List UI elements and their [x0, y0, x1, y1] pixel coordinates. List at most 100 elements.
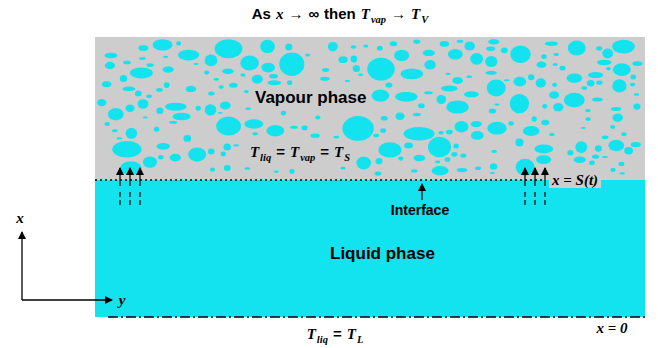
label-text: As	[252, 5, 271, 22]
bubble	[534, 144, 553, 153]
bubble	[445, 73, 450, 75]
bubble	[619, 162, 625, 166]
bubble	[606, 67, 611, 71]
bubble	[592, 97, 603, 101]
bubble	[553, 63, 558, 66]
rise-arrow	[524, 168, 525, 186]
bubble	[630, 83, 635, 87]
bubble	[510, 45, 530, 63]
bubble	[568, 40, 586, 55]
label-text: T	[290, 144, 299, 160]
y-axis-arrow	[22, 299, 112, 300]
bubble	[315, 116, 320, 120]
bubble	[515, 139, 523, 147]
bubble	[404, 143, 413, 149]
bubble	[613, 63, 631, 76]
bubble	[353, 65, 360, 72]
bubble	[153, 39, 173, 50]
bubble	[464, 91, 479, 97]
bubble	[448, 49, 463, 60]
bubble	[244, 167, 250, 170]
bubble	[455, 121, 469, 132]
bubble	[411, 169, 417, 172]
bubble	[395, 92, 417, 102]
bubble	[596, 46, 602, 50]
bubble	[611, 168, 616, 172]
bubble	[117, 137, 123, 139]
bubble	[173, 113, 191, 121]
bubble	[165, 103, 187, 111]
bubble	[375, 172, 382, 176]
bubble	[154, 127, 160, 132]
bubble	[221, 152, 226, 157]
bubble	[611, 107, 621, 111]
bubble	[631, 142, 641, 147]
bubble	[510, 94, 529, 113]
axis-label: x	[13, 210, 27, 227]
interface-position: x = S(t)	[549, 172, 601, 189]
bubble	[385, 82, 392, 87]
bubble	[186, 86, 197, 92]
bubble	[602, 49, 613, 59]
label-text: y	[119, 292, 126, 308]
bubble	[163, 66, 174, 72]
label-text: then	[324, 5, 356, 22]
label-text: vap	[300, 152, 315, 163]
bubble	[634, 93, 639, 95]
vapour-band: Vapour phase	[95, 37, 645, 180]
bubble	[567, 150, 573, 155]
label-text: x = 0	[596, 320, 627, 336]
bubble	[413, 155, 425, 162]
bubble	[536, 62, 546, 68]
bubble	[345, 80, 351, 82]
bubble	[126, 105, 135, 113]
rise-dash	[534, 192, 535, 197]
label-text: T	[361, 6, 370, 22]
bubble	[138, 45, 148, 51]
bubble	[183, 135, 191, 142]
bubble	[437, 95, 447, 104]
bubble	[567, 73, 583, 83]
bubble	[523, 126, 540, 136]
bubble	[452, 77, 463, 84]
bubble	[489, 108, 496, 113]
bubble	[373, 134, 379, 138]
bubble	[328, 42, 338, 52]
base-condition: Tliq=TL	[304, 326, 367, 345]
rise-dash	[524, 200, 525, 205]
bubble	[208, 149, 215, 155]
bubble	[342, 116, 373, 141]
bubble	[532, 116, 537, 121]
label-text: S	[344, 152, 350, 163]
bubble	[504, 79, 510, 81]
bubble	[621, 132, 626, 136]
bubble	[351, 56, 358, 63]
bubble	[574, 157, 586, 163]
bubble	[214, 78, 220, 81]
bubble	[488, 39, 499, 44]
bubble	[549, 91, 559, 99]
rise-dash	[524, 192, 525, 197]
bubble	[432, 166, 449, 175]
bubble	[196, 106, 201, 111]
bubble	[490, 172, 495, 174]
rise-arrow	[139, 168, 140, 186]
x-axis-arrow	[21, 232, 22, 300]
bubble	[541, 120, 549, 126]
bubble	[460, 153, 466, 157]
label-text: x	[276, 6, 284, 22]
bubble	[418, 103, 425, 108]
bubble-rise-arrows	[120, 168, 545, 205]
bubble	[340, 167, 345, 170]
liquid-region	[95, 180, 645, 317]
bubble	[105, 122, 110, 126]
bubble	[261, 63, 275, 73]
bubble	[204, 71, 209, 75]
bubble	[464, 42, 475, 51]
bubble	[252, 75, 263, 84]
bubble	[379, 142, 402, 157]
bubble	[205, 54, 218, 66]
bubble	[122, 87, 135, 92]
label-text: →	[288, 5, 303, 22]
bubble	[486, 47, 495, 51]
